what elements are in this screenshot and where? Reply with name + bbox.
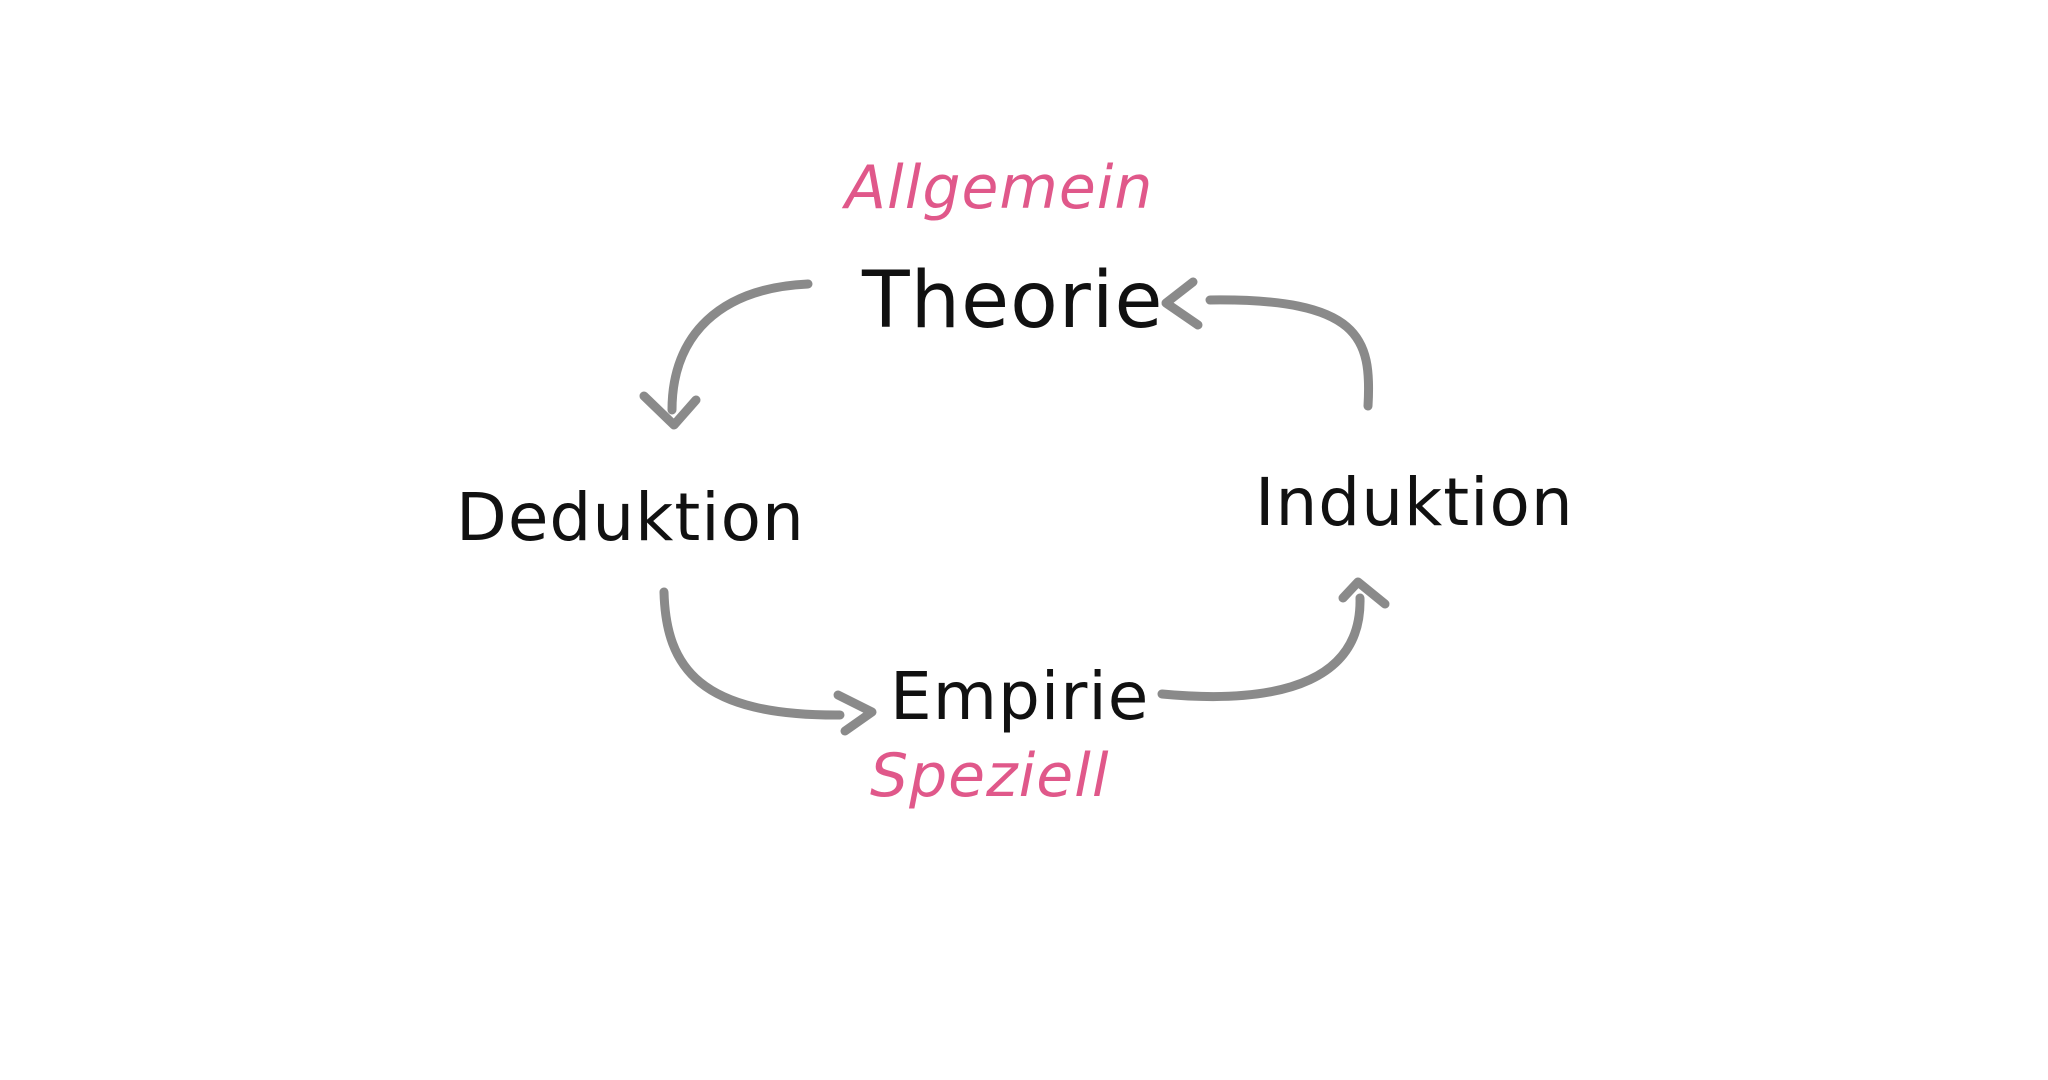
arrow-curve (667, 279, 813, 415)
arrowhead (1161, 277, 1203, 330)
arrow-curve (1205, 295, 1374, 411)
arrow-deduktion-to-empirie (659, 587, 877, 736)
level-label-specific: Speziell (870, 741, 1110, 811)
node-theorie: Theorie (862, 256, 1164, 346)
node-deduktion: Deduktion (456, 479, 805, 556)
node-induktion: Induktion (1255, 464, 1574, 541)
arrowhead (833, 690, 877, 736)
arrow-theorie-to-deduktion (639, 279, 813, 430)
level-label-general: Allgemein (845, 153, 1154, 223)
arrow-curve (659, 587, 845, 720)
arrow-induktion-to-theorie (1161, 277, 1374, 411)
arrow-curve (1157, 593, 1365, 701)
arrowhead (639, 391, 701, 430)
arrow-empirie-to-induktion (1157, 577, 1390, 701)
arrowhead (1338, 577, 1390, 609)
node-empirie: Empirie (890, 658, 1150, 735)
